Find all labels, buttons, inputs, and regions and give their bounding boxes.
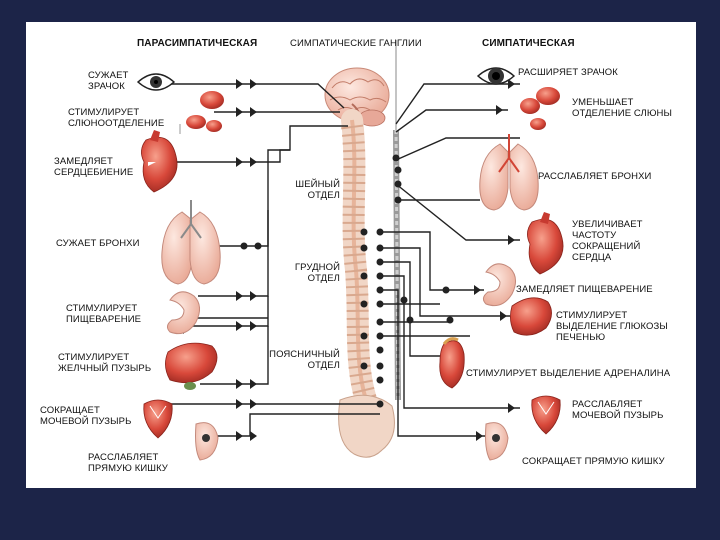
label-reduces-saliva: УМЕНЬШАЕТ ОТДЕЛЕНИЕ СЛЮНЫ [572, 97, 673, 119]
label-slows-digestion: ЗАМЕДЛЯЕТ ПИЩЕВАРЕНИЕ [516, 284, 653, 295]
label-increases-heart-rate: УВЕЛИЧИВАЕТ ЧАСТОТУ СОКРАЩЕНИЙ СЕРДЦА [572, 219, 643, 263]
lungs-icon-right [479, 134, 539, 211]
label-constricts-pupil: СУЖАЕТ ЗРАЧОК [88, 70, 129, 92]
rectum-icon [195, 422, 219, 461]
stomach-icon-right [482, 263, 516, 307]
sympathetic-nodes [360, 79, 515, 441]
label-stimulates-salivation: СТИМУЛИРУЕТ СЛЮНООТДЕЛЕНИЕ [68, 107, 165, 129]
sympathetic-nerves [380, 83, 520, 437]
header-parasympathetic: ПАРАСИМПАТИЧЕСКАЯ [137, 38, 258, 49]
label-constricts-bronchi: СУЖАЕТ БРОНХИ [56, 238, 140, 249]
spinal-column [338, 109, 395, 458]
adrenal-kidney-icon [439, 337, 465, 389]
bladder-icon-right [531, 395, 561, 435]
salivary-glands-icon-right [520, 87, 560, 130]
label-stimulates-glucose-release: СТИМУЛИРУЕТ ВЫДЕЛЕНИЕ ГЛЮКОЗЫ ПЕЧЕНЬЮ [556, 310, 668, 343]
label-stimulates-adrenaline: СТИМУЛИРУЕТ ВЫДЕЛЕНИЕ АДРЕНАЛИНА [466, 368, 671, 379]
eye-icon [136, 73, 176, 91]
bladder-icon [143, 399, 173, 439]
parasympathetic-nerves [168, 83, 380, 437]
label-cervical-section: ШЕЙНЫЙ ОТДЕЛ [295, 179, 340, 201]
label-slows-heartbeat: ЗАМЕДЛЯЕТ СЕРДЦЕБИЕНИЕ [54, 156, 134, 178]
liver-icon-right [510, 297, 552, 336]
lungs-icon [161, 200, 221, 285]
parasympathetic-arrows [178, 79, 262, 441]
heart-icon-right [527, 212, 564, 275]
liver-gallbladder-icon [165, 342, 218, 390]
heart-icon [141, 130, 178, 193]
eye-icon-right [476, 67, 516, 85]
label-dilates-pupil: РАСШИРЯЕТ ЗРАЧОК [518, 67, 618, 78]
label-thoracic-section: ГРУДНОЙ ОТДЕЛ [294, 262, 340, 284]
label-stimulates-digestion: СТИМУЛИРУЕТ ПИЩЕВАРЕНИЕ [66, 303, 142, 325]
label-contracts-bladder: СОКРАЩАЕТ МОЧЕВОЙ ПУЗЫРЬ [40, 405, 132, 427]
label-relaxes-bladder: РАССЛАБЛЯЕТ МОЧЕВОЙ ПУЗЫРЬ [572, 399, 664, 421]
rectum-icon-right [485, 422, 509, 461]
label-lumbar-section: ПОЯСНИЧНЫЙ ОТДЕЛ [269, 349, 340, 371]
label-relaxes-rectum: РАССЛАБЛЯЕТ ПРЯМУЮ КИШКУ [88, 452, 168, 474]
label-contracts-rectum: СОКРАЩАЕТ ПРЯМУЮ КИШКУ [522, 456, 665, 467]
label-stimulates-gallbladder: СТИМУЛИРУЕТ ЖЕЛЧНЫЙ ПУЗЫРЬ [58, 352, 152, 374]
header-sympathetic: СИМПАТИЧЕСКАЯ [482, 38, 575, 49]
salivary-glands-icon [179, 91, 224, 134]
label-relaxes-bronchi: РАССЛАБЛЯЕТ БРОНХИ [538, 171, 652, 182]
header-sympathetic-ganglia: СИМПАТИЧЕСКИЕ ГАНГЛИИ [290, 38, 422, 49]
stomach-icon [166, 291, 200, 335]
